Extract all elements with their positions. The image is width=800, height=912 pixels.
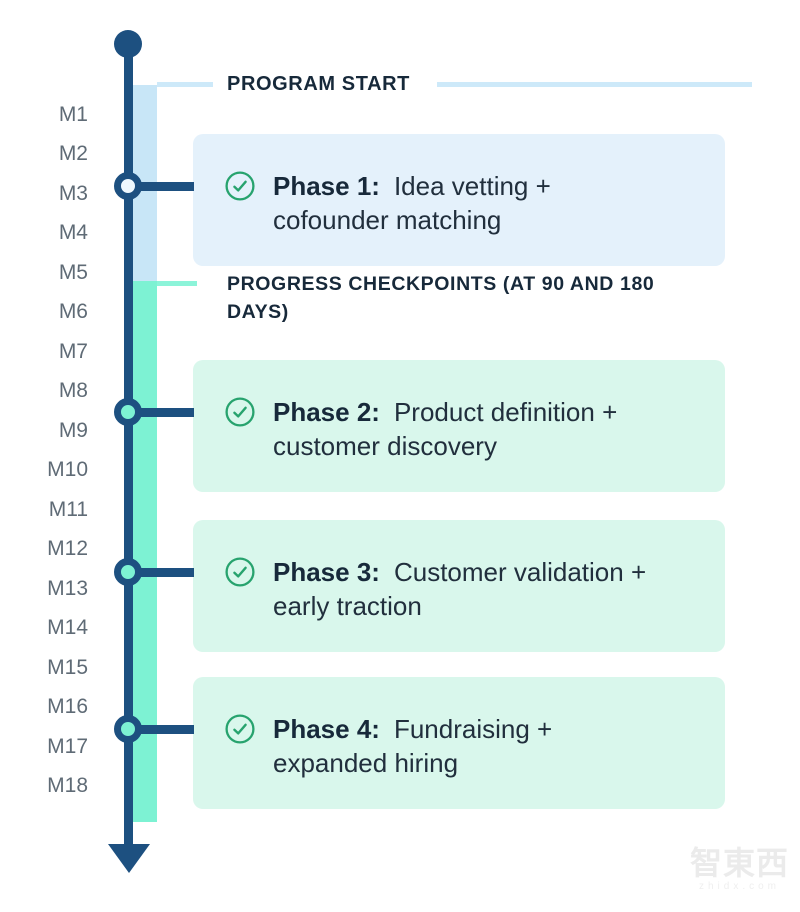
phase-description: Phase 3:Customer validation + early trac… bbox=[273, 557, 647, 621]
phase-title: Phase 3: bbox=[273, 557, 380, 587]
phase-title: Phase 4: bbox=[273, 714, 380, 744]
timeline-node-icon bbox=[114, 715, 142, 743]
program-start-heading: PROGRAM START bbox=[227, 73, 410, 95]
phase-description: Phase 2:Product definition + customer di… bbox=[273, 397, 618, 461]
month-label: M10 bbox=[47, 458, 88, 482]
month-label: M9 bbox=[58, 418, 88, 442]
check-circle-icon bbox=[225, 397, 255, 427]
month-label: M13 bbox=[47, 576, 88, 600]
month-label: M14 bbox=[47, 616, 88, 640]
timeline-node-icon bbox=[114, 172, 142, 200]
program-start-rule-right bbox=[437, 82, 752, 87]
phase234-duration-band bbox=[132, 281, 157, 822]
node-connector bbox=[139, 724, 194, 734]
check-circle-icon bbox=[225, 171, 255, 201]
month-label: M3 bbox=[58, 181, 88, 205]
month-label: M17 bbox=[47, 734, 88, 758]
node-connector bbox=[139, 181, 194, 191]
watermark-logo: 智東西 bbox=[689, 845, 789, 881]
month-label: M1 bbox=[58, 103, 88, 126]
node-connector bbox=[139, 407, 194, 417]
phase-card: Phase 2:Product definition + customer di… bbox=[193, 360, 725, 492]
timeline-line bbox=[124, 42, 133, 844]
month-label: M11 bbox=[48, 497, 88, 521]
timeline-arrowhead-icon bbox=[108, 844, 150, 873]
month-label: M16 bbox=[47, 695, 88, 719]
timeline-node-icon bbox=[114, 558, 142, 586]
month-label: M18 bbox=[47, 773, 88, 797]
timeline-node-icon bbox=[114, 398, 142, 426]
phase-card: Phase 4:Fundraising + expanded hiring bbox=[193, 677, 725, 809]
month-label: M2 bbox=[58, 142, 88, 166]
program-start-rule-left bbox=[157, 82, 213, 87]
month-label: M12 bbox=[47, 537, 88, 561]
check-circle-icon bbox=[225, 714, 255, 744]
node-connector bbox=[139, 567, 194, 577]
month-label: M4 bbox=[58, 221, 88, 245]
phase-title: Phase 2: bbox=[273, 397, 380, 427]
watermark: 智東西 zhidx.com bbox=[682, 845, 797, 893]
phase-description: Phase 4:Fundraising + expanded hiring bbox=[273, 714, 553, 778]
month-label: M8 bbox=[58, 379, 88, 403]
checkpoints-heading: PROGRESS CHECKPOINTS (AT 90 AND 180 DAYS… bbox=[227, 273, 655, 323]
month-label: M5 bbox=[58, 260, 88, 284]
checkpoints-rule bbox=[157, 281, 197, 286]
month-label: M7 bbox=[58, 339, 88, 363]
check-circle-icon bbox=[225, 557, 255, 587]
phase-title: Phase 1: bbox=[273, 171, 380, 201]
phase-description: Phase 1:Idea vetting + cofounder matchin… bbox=[273, 171, 551, 235]
month-label: M6 bbox=[58, 300, 88, 324]
timeline-start-dot-icon bbox=[114, 30, 142, 58]
phase-card: Phase 3:Customer validation + early trac… bbox=[193, 520, 725, 652]
month-label: M15 bbox=[47, 655, 88, 679]
phase-card: Phase 1:Idea vetting + cofounder matchin… bbox=[193, 134, 725, 266]
watermark-domain: zhidx.com bbox=[698, 881, 780, 892]
